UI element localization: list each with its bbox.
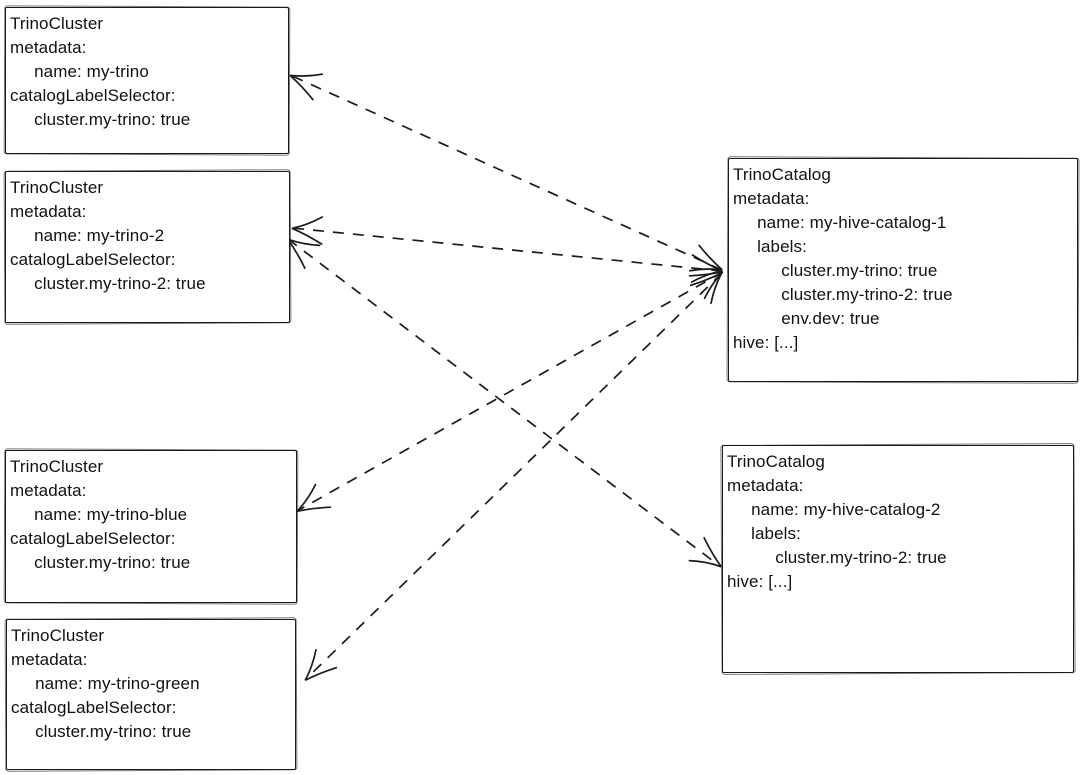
yaml-line: cluster.my-trino-2: true <box>733 285 953 304</box>
yaml-line: TrinoCluster <box>11 626 105 645</box>
arrow-catalog1-my-trino <box>289 73 723 272</box>
yaml-line: catalogLabelSelector: <box>10 250 176 269</box>
yaml-line: cluster.my-trino: true <box>11 722 192 741</box>
yaml-line: metadata: <box>10 38 87 57</box>
box-trinocatalog-my-hive-catalog-1: TrinoCatalog metadata: name: my-hive-cat… <box>728 158 1078 382</box>
arrow-catalog1-my-trino-green <box>287 238 722 568</box>
yaml-line: metadata: <box>11 650 88 669</box>
yaml-line: metadata: <box>727 476 804 495</box>
yaml-line: cluster.my-trino-2: true <box>727 548 947 567</box>
yaml-line: cluster.my-trino-2: true <box>10 274 206 293</box>
yaml-line: metadata: <box>733 189 810 208</box>
yaml-line: cluster.my-trino: true <box>10 553 191 572</box>
yaml-line: name: my-trino-blue <box>10 505 188 524</box>
yaml-line: hive: [...] <box>733 333 799 352</box>
yaml-line: cluster.my-trino: true <box>10 110 191 129</box>
yaml-line: labels: <box>733 237 807 256</box>
yaml-line: TrinoCatalog <box>727 452 825 471</box>
yaml-line: name: my-trino-green <box>11 674 200 693</box>
yaml-line: metadata: <box>10 202 87 221</box>
yaml-line: TrinoCatalog <box>733 165 831 184</box>
yaml-line: labels: <box>727 524 801 543</box>
arrow-catalog1-my-trino-blue <box>296 270 724 513</box>
yaml-line: catalogLabelSelector: <box>10 529 176 548</box>
yaml-line: cluster.my-trino: true <box>733 261 938 280</box>
yaml-line: env.dev: true <box>733 309 880 328</box>
yaml-line: TrinoCluster <box>10 14 104 33</box>
arrow-catalog1-my-trino-2 <box>291 216 723 283</box>
yaml-line: catalogLabelSelector: <box>11 698 177 717</box>
yaml-line: name: my-trino <box>10 62 149 81</box>
box-trinocatalog-my-hive-catalog-2: TrinoCatalog metadata: name: my-hive-cat… <box>722 445 1074 673</box>
box-trinocluster-my-trino: TrinoCluster metadata: name: my-trino ca… <box>5 7 289 154</box>
yaml-line: TrinoCluster <box>10 457 104 476</box>
yaml-line: catalogLabelSelector: <box>10 86 176 105</box>
yaml-line: name: my-trino-2 <box>10 226 165 245</box>
yaml-line: metadata: <box>10 481 87 500</box>
box-trinocluster-my-trino-green: TrinoCluster metadata: name: my-trino-gr… <box>6 619 296 770</box>
yaml-line: TrinoCluster <box>10 178 104 197</box>
yaml-line: hive: [...] <box>727 572 793 591</box>
box-trinocluster-my-trino-2: TrinoCluster metadata: name: my-trino-2 … <box>5 171 290 323</box>
arrow-my-trino-2-catalog2 <box>304 272 723 681</box>
box-trinocluster-my-trino-blue: TrinoCluster metadata: name: my-trino-bl… <box>5 450 297 603</box>
yaml-line: name: my-hive-catalog-1 <box>733 213 947 232</box>
yaml-line: name: my-hive-catalog-2 <box>727 500 941 519</box>
